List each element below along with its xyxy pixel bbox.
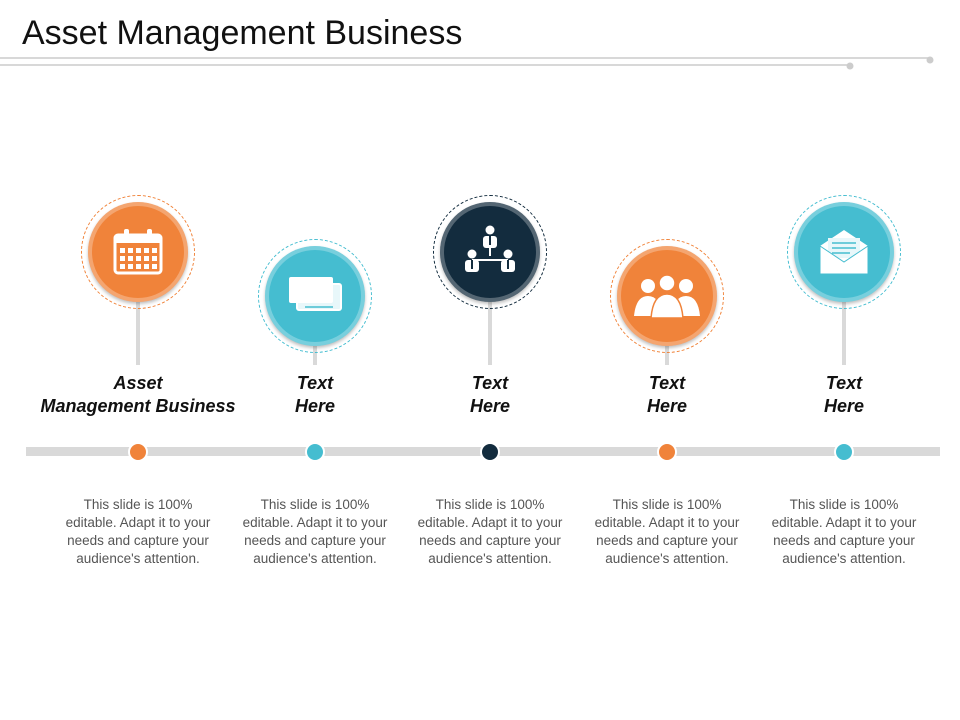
step-ring bbox=[258, 239, 372, 353]
envelope-icon bbox=[816, 228, 872, 276]
step-description: This slide is 100% editable. Adapt it to… bbox=[417, 497, 563, 566]
step-connector bbox=[842, 302, 846, 365]
step-ring bbox=[610, 239, 724, 353]
calendar-icon bbox=[110, 226, 166, 278]
timeline-dot bbox=[128, 442, 148, 462]
timeline-dot bbox=[657, 442, 677, 462]
step-label: Text Here bbox=[646, 373, 688, 416]
timeline-dot bbox=[305, 442, 325, 462]
step-circle bbox=[88, 202, 188, 302]
step-label: Text Here bbox=[294, 373, 336, 416]
step-circle bbox=[265, 246, 365, 346]
title-rule bbox=[0, 56, 934, 70]
step-description: This slide is 100% editable. Adapt it to… bbox=[771, 497, 917, 566]
step-circle bbox=[617, 246, 717, 346]
step-connector bbox=[313, 346, 317, 365]
cards-icon bbox=[285, 274, 345, 318]
step-connector bbox=[665, 346, 669, 365]
step-ring bbox=[787, 195, 901, 309]
timeline-dot bbox=[480, 442, 500, 462]
step-label: Text Here bbox=[469, 373, 511, 416]
step-description: This slide is 100% editable. Adapt it to… bbox=[65, 497, 211, 566]
step-label: Asset Management Business bbox=[40, 373, 236, 416]
step-description: This slide is 100% editable. Adapt it to… bbox=[242, 497, 388, 566]
step-circle bbox=[440, 202, 540, 302]
team-icon bbox=[632, 274, 702, 318]
slide-title: Asset Management Business bbox=[22, 14, 463, 52]
org-chart-icon bbox=[458, 224, 522, 280]
step-ring bbox=[81, 195, 195, 309]
step-ring bbox=[433, 195, 547, 309]
step-label: Text Here bbox=[823, 373, 865, 416]
timeline-dot bbox=[834, 442, 854, 462]
step-description: This slide is 100% editable. Adapt it to… bbox=[594, 497, 740, 566]
step-circle bbox=[794, 202, 894, 302]
step-connector bbox=[136, 302, 140, 365]
step-connector bbox=[488, 302, 492, 365]
